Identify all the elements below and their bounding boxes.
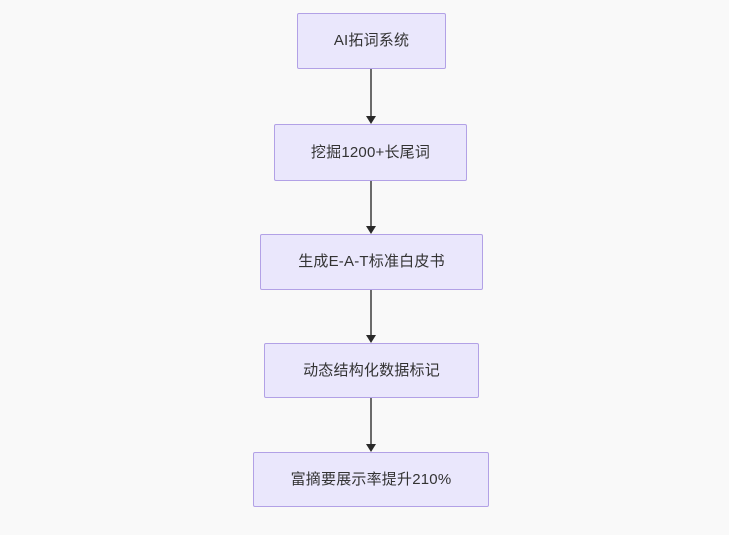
- edge-line: [370, 181, 372, 227]
- flow-node-label: 生成E-A-T标准白皮书: [298, 253, 445, 270]
- flow-node-label: 挖掘1200+长尾词: [310, 143, 431, 161]
- arrowhead-icon: [366, 116, 376, 124]
- flow-node-ai-keyword-system[interactable]: AI拓词系统: [297, 13, 446, 69]
- flow-node-label: AI拓词系统: [333, 32, 410, 49]
- arrowhead-icon: [366, 444, 376, 452]
- edge-line: [370, 69, 372, 117]
- arrowhead-icon: [366, 226, 376, 234]
- edge-node2-node3: [366, 181, 376, 234]
- edge-node1-node2: [366, 69, 376, 124]
- flow-node-dynamic-structured-data[interactable]: 动态结构化数据标记: [264, 343, 479, 398]
- edge-node3-node4: [366, 290, 376, 343]
- flow-node-mine-longtail-keywords[interactable]: 挖掘1200+长尾词: [274, 124, 467, 181]
- flow-node-generate-eat-whitepaper[interactable]: 生成E-A-T标准白皮书: [260, 234, 483, 290]
- flow-node-label: 富摘要展示率提升210%: [290, 470, 452, 488]
- edge-node4-node5: [366, 398, 376, 452]
- flow-node-label: 动态结构化数据标记: [303, 361, 440, 379]
- arrowhead-icon: [366, 335, 376, 343]
- edge-line: [370, 398, 372, 445]
- edge-line: [370, 290, 372, 336]
- flow-node-rich-snippet-uplift[interactable]: 富摘要展示率提升210%: [253, 452, 489, 507]
